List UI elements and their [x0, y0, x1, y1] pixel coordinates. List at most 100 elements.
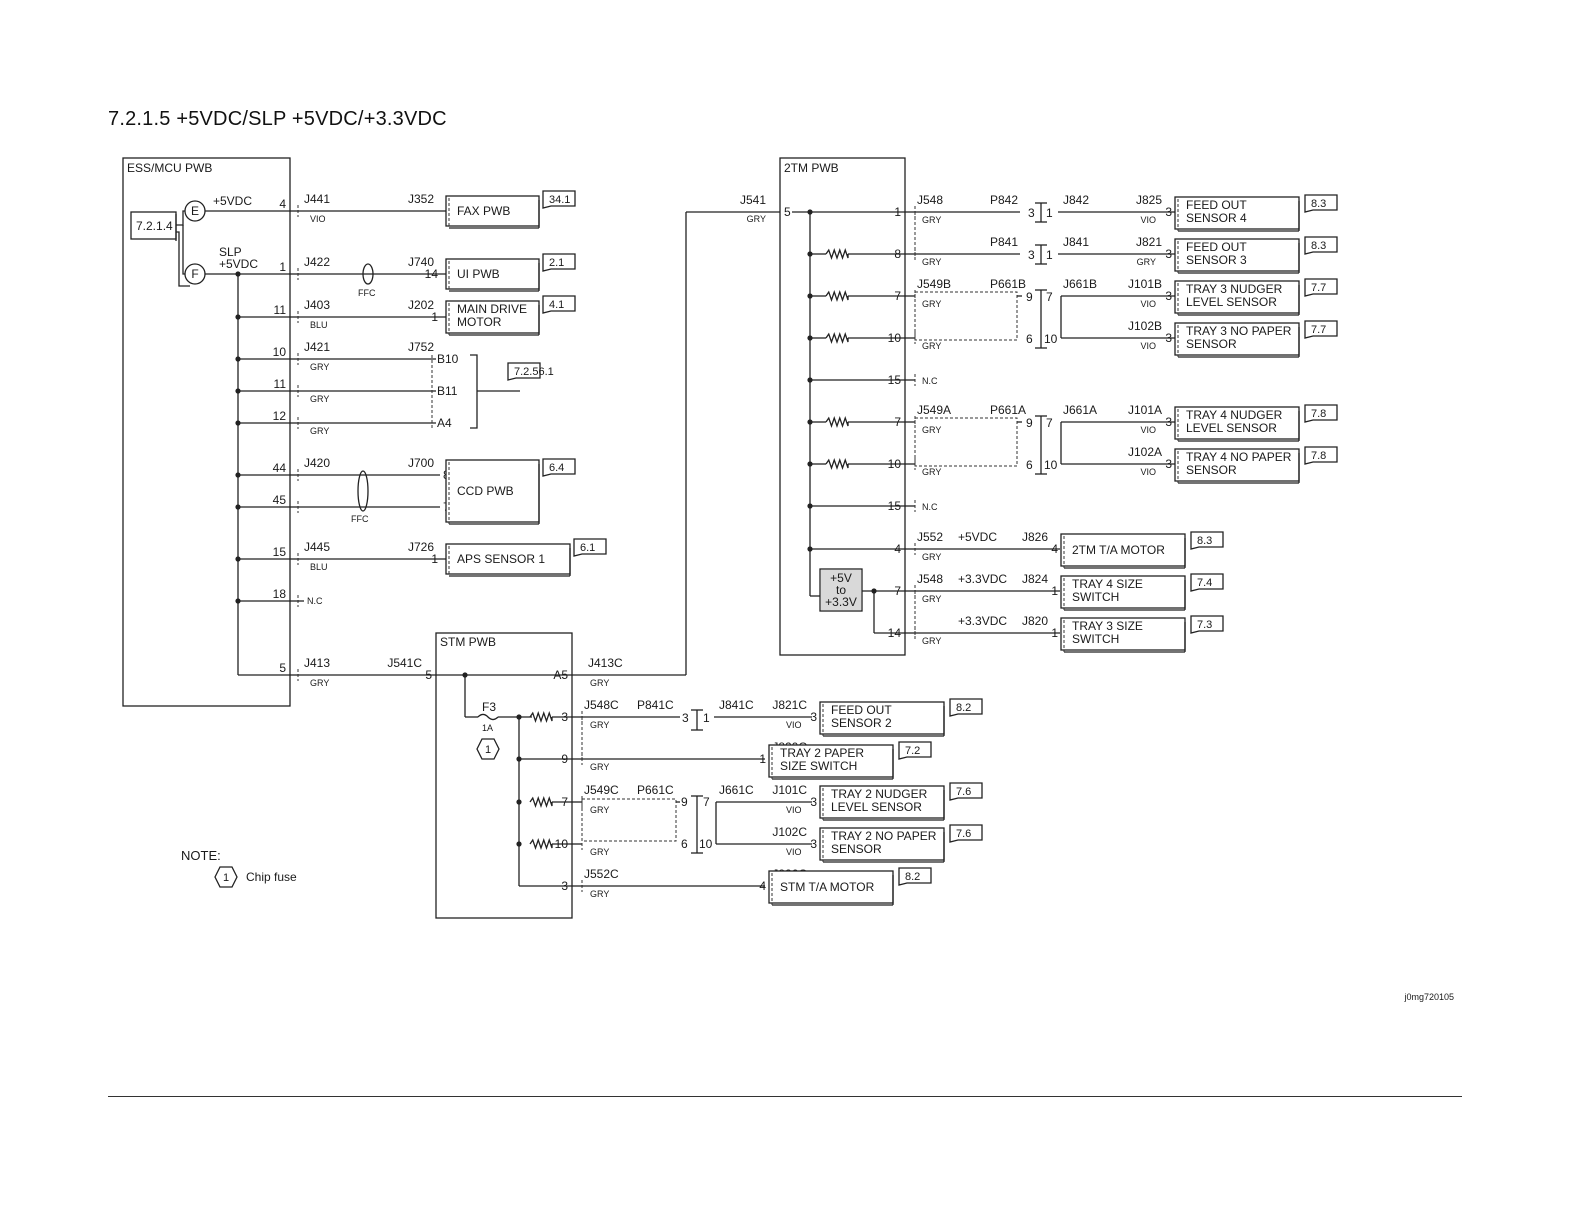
resistor-symbol [825, 458, 849, 470]
connector-id: J549B [917, 277, 951, 291]
pin-number: 12 [273, 409, 287, 423]
device-label: SENSOR [1186, 463, 1237, 477]
device-box [1174, 280, 1300, 314]
pin-number: 7 [1046, 290, 1053, 304]
pin-number: 7 [894, 289, 901, 303]
connector-id: J700 [408, 456, 434, 470]
reference-number: 7.4 [1197, 577, 1212, 589]
device-box [445, 459, 540, 523]
device-label: MAIN DRIVE [457, 302, 527, 316]
pin-number: 10 [699, 837, 713, 851]
reference-number: 7.7 [1311, 282, 1326, 294]
wire-color: VIO [786, 720, 802, 730]
device-label: MOTOR [457, 315, 502, 329]
reference-tag [542, 253, 576, 272]
wire-color: GRY [922, 257, 941, 267]
device-label: TRAY 3 SIZE [1072, 619, 1143, 633]
wire-color: VIO [1140, 425, 1156, 435]
device-label: 2TM T/A MOTOR [1072, 543, 1165, 557]
pin-number: 3 [810, 837, 817, 851]
reference-number: 7.2.56.1 [514, 366, 554, 378]
connector-id: J413C [588, 656, 623, 670]
reference-tag [949, 782, 983, 801]
nc-label: N.C [307, 596, 323, 606]
reference-number: 7.8 [1311, 450, 1326, 462]
pin-number: B10 [437, 352, 459, 366]
resistor-symbol [529, 796, 553, 808]
reference-tag [542, 295, 576, 314]
pin-number: 15 [888, 499, 902, 513]
chip-fuse-symbol [214, 866, 238, 888]
reference-number: 7.7 [1311, 324, 1326, 336]
reference-number: 2.1 [549, 257, 564, 269]
resistor-symbol [825, 332, 849, 344]
chip-fuse-number: 1 [223, 872, 229, 884]
pin-number: 3 [561, 879, 568, 893]
wire-color: GRY [310, 394, 329, 404]
device-label: LEVEL SENSOR [831, 800, 922, 814]
device-label: TRAY 4 NUDGER [1186, 408, 1283, 422]
connector-id: J352 [408, 192, 434, 206]
device-label: FEED OUT [1186, 198, 1247, 212]
plus5-label: +5VDC [213, 194, 252, 208]
device-label: SWITCH [1072, 590, 1119, 604]
pin-number: 1 [431, 310, 438, 324]
chip-fuse-number: 1 [485, 744, 491, 756]
reference-tag [1304, 320, 1338, 339]
wire-color: GRY [922, 467, 941, 477]
reference-tag [898, 867, 932, 886]
pin-number: 3 [810, 710, 817, 724]
pin-number: 3 [1165, 247, 1172, 261]
device-box [1060, 617, 1186, 651]
connector-id: J548 [917, 572, 943, 586]
device-label: SENSOR [831, 842, 882, 856]
pin-number: B11 [437, 384, 458, 398]
resistor-symbol [529, 711, 553, 723]
device-label: FEED OUT [831, 703, 892, 717]
connector-id: J661A [1063, 403, 1097, 417]
wire-color: VIO [310, 214, 326, 224]
pin-number: 10 [888, 457, 902, 471]
connector-id: P842 [990, 193, 1018, 207]
connector-id: J841C [719, 698, 754, 712]
device-label: FEED OUT [1186, 240, 1247, 254]
pin-number: 10 [555, 837, 569, 851]
pin-number: 10 [273, 345, 287, 359]
reference-number: 34.1 [549, 194, 570, 206]
pin-number: 5 [784, 205, 791, 219]
reference-number: 7.6 [956, 786, 971, 798]
resistor-symbol [529, 838, 553, 850]
ess-mcu-pwb-frame [122, 157, 291, 707]
stm-pwb-label: STM PWB [440, 635, 496, 649]
fuse-symbol [477, 713, 499, 721]
reference-tag [507, 362, 541, 381]
pin-number: 10 [1044, 332, 1058, 346]
connector-id: J441 [304, 192, 330, 206]
chip-fuse-symbol [476, 738, 500, 760]
pin-number: A5 [553, 668, 568, 682]
wire-color: VIO [1140, 215, 1156, 225]
wire-color: GRY [310, 426, 329, 436]
wire-color: GRY [590, 762, 609, 772]
connector-id: J552 [917, 530, 943, 544]
pin-number: 5 [425, 668, 432, 682]
connector-id: J102A [1128, 445, 1162, 459]
connector-id: J445 [304, 540, 330, 554]
connector-id: P841C [637, 698, 674, 712]
wire-color: GRY [590, 805, 609, 815]
pin-number: 9 [1026, 416, 1033, 430]
pin-number: 18 [273, 587, 287, 601]
reference-tag [542, 458, 576, 477]
pin-number: 10 [888, 331, 902, 345]
note-heading: NOTE: [181, 848, 221, 863]
device-label: APS SENSOR 1 [457, 552, 545, 566]
wire-color: GRY [747, 214, 766, 224]
connector-housing [914, 417, 1018, 467]
connector-id: J413 [304, 656, 330, 670]
signal-letter: E [191, 204, 199, 218]
connector-id: J403 [304, 298, 330, 312]
reference-tag [1190, 573, 1224, 592]
reference-number: 7.2 [905, 745, 920, 757]
pin-number: 1 [759, 752, 766, 766]
connector-id: J101B [1128, 277, 1162, 291]
